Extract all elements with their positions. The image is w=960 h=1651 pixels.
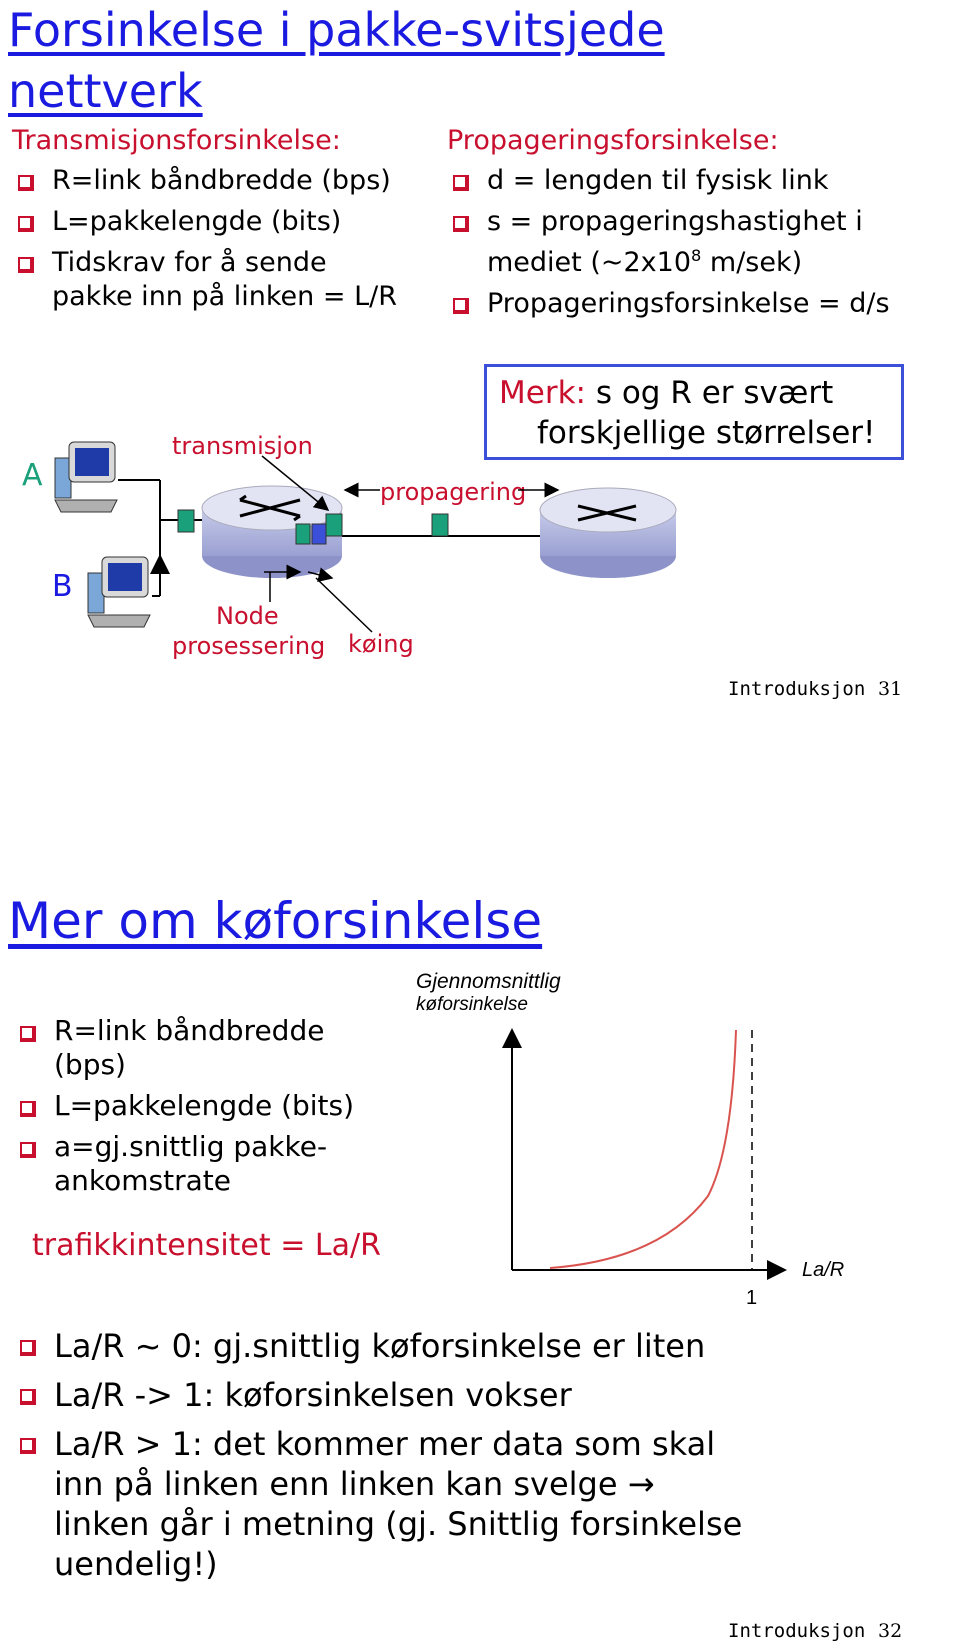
slide2-conclusions: La/R ~ 0: gj.snittlig køforsinkelse er l… xyxy=(14,1326,774,1593)
slide2-params: R=link båndbredde (bps) L=pakkelengde (b… xyxy=(14,1014,394,1205)
delay-curve xyxy=(549,1029,737,1269)
slide1-title-line1: Forsinkelse i pakke-svitsjede xyxy=(8,3,665,57)
speed-exponent: 8 xyxy=(691,246,702,265)
network-diagram: A B transmisjon propagering Node prosess… xyxy=(22,432,677,660)
list-item: Tidskrav for å sende pakke inn på linken… xyxy=(12,246,412,314)
slide2-page-number: 32 xyxy=(878,1620,903,1642)
slide1-footer: Introduksjon xyxy=(728,678,866,700)
slide2-title: Mer om køforsinkelse xyxy=(8,892,543,950)
packets xyxy=(177,509,449,545)
propagation-heading: Propageringsforsinkelse: xyxy=(447,125,779,156)
list-item: a=gj.snittlig pakke-ankomstrate xyxy=(14,1130,354,1198)
list-item: La/R ~ 0: gj.snittlig køforsinkelse er l… xyxy=(14,1326,774,1366)
speed-text: s = propageringshastighet i mediet (~2x1… xyxy=(487,206,863,278)
computer-icon xyxy=(54,441,118,513)
propagation-list: d = lengden til fysisk link s = propager… xyxy=(447,164,917,321)
note-line2: forskjellige størrelser! xyxy=(537,415,876,451)
note-box: Merk: s og R er svært forskjellige størr… xyxy=(484,364,904,460)
node-label-line1: Node xyxy=(216,602,279,630)
slide1-page-number: 31 xyxy=(878,678,903,700)
graph-ylabel: Gjennomsnittlig køforsinkelse xyxy=(416,970,561,1016)
propagation-column: Propageringsforsinkelse: d = lengden til… xyxy=(447,124,917,328)
list-item: d = lengden til fysisk link xyxy=(447,164,917,198)
graph-tick-1: 1 xyxy=(746,1287,757,1309)
transmisjon-label: transmisjon xyxy=(172,432,313,460)
note-label: Merk: xyxy=(499,375,586,411)
conclusion-list: La/R ~ 0: gj.snittlig køforsinkelse er l… xyxy=(14,1326,774,1584)
traffic-intensity-formula: trafikkintensitet = La/R xyxy=(32,1228,381,1263)
propagering-label: propagering xyxy=(380,478,526,506)
host-a-label: A xyxy=(22,458,43,493)
host-b-label: B xyxy=(52,569,73,604)
list-item: La/R -> 1: køforsinkelsen vokser xyxy=(14,1375,774,1415)
list-item: Propageringsforsinkelse = d/s xyxy=(447,287,917,321)
transmission-column: Transmisjonsforsinkelse: R=link båndbred… xyxy=(12,124,432,321)
list-item: La/R > 1: det kommer mer data som skal i… xyxy=(14,1424,754,1584)
list-item: R=link båndbredde (bps) xyxy=(12,164,432,198)
queue-delay-graph: La/R 1 xyxy=(502,1028,844,1309)
graph-ylabel-line2: køforsinkelse xyxy=(416,994,528,1015)
transmission-list: R=link båndbredde (bps) L=pakkelengde (b… xyxy=(12,164,432,314)
list-item: R=link båndbredde (bps) xyxy=(14,1014,394,1082)
list-item: L=pakkelengde (bits) xyxy=(12,205,432,239)
graph-xlabel: La/R xyxy=(802,1259,844,1281)
list-item: L=pakkelengde (bits) xyxy=(14,1089,394,1123)
slide1-title-line2: nettverk xyxy=(8,63,203,118)
note-text: s og R er svært xyxy=(585,375,834,411)
params-list: R=link båndbredde (bps) L=pakkelengde (b… xyxy=(14,1014,394,1198)
slide1-title: Forsinkelse i pakke-svitsjede nettverk xyxy=(8,0,908,121)
computer-icon xyxy=(87,556,151,628)
node-label-line2: prosessering xyxy=(172,632,325,660)
graph-ylabel-line1: Gjennomsnittlig xyxy=(416,970,561,993)
slide2-footer: Introduksjon xyxy=(728,1620,866,1642)
router-icon xyxy=(539,487,677,578)
transmission-heading: Transmisjonsforsinkelse: xyxy=(12,125,341,156)
speed-unit: m/sek) xyxy=(701,247,803,278)
list-item: s = propageringshastighet i mediet (~2x1… xyxy=(447,205,867,280)
koing-label: køing xyxy=(348,630,414,658)
